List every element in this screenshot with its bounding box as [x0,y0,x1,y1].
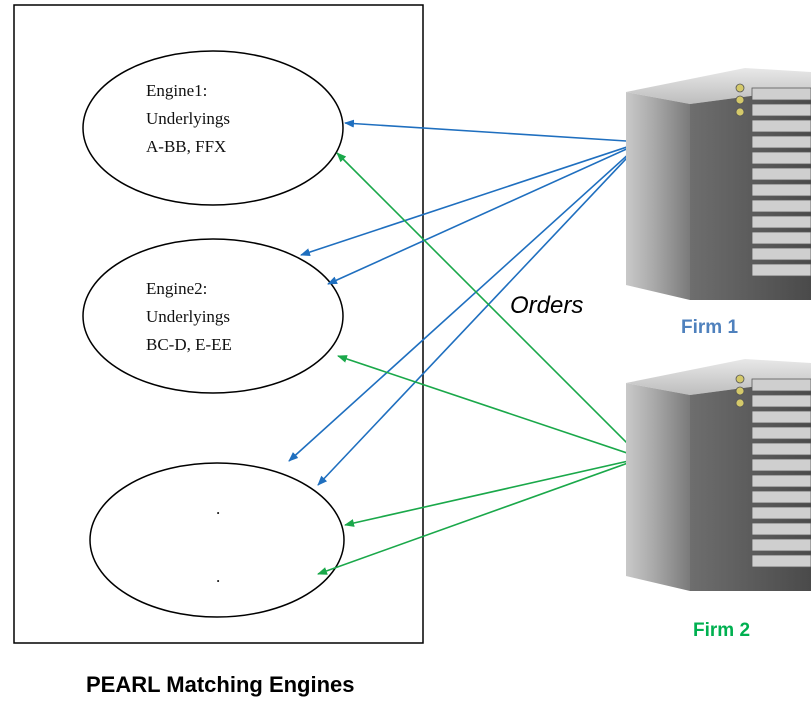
engine-2: Engine2: Underlyings BC-D, E-EE [82,238,344,394]
engine-n-dot-1: . [216,499,220,518]
firm-1-label: Firm 1 [681,317,738,338]
orders-label: Orders [510,292,583,319]
engine-2-line-2: Underlyings [146,307,230,326]
engine-1-line-1: Engine1: [146,81,207,100]
firm-2-server-icon [626,359,811,591]
engine-2-line-3: BC-D, E-EE [146,335,232,354]
firm-2-arrow-to-engine-1 [336,152,643,459]
firm-1-arrow-to-engine-2-b [327,141,643,285]
engine-1: Engine1: Underlyings A-BB, FFX [82,50,344,206]
engine-2-line-1: Engine2: [146,279,207,298]
firm-1-arrow-to-engine-1 [344,119,643,143]
firm-1-arrow-to-engine-n-b [317,141,643,486]
engine-n-dot-2: . [216,567,220,586]
firm-2-arrow-to-engine-2 [337,355,643,459]
firm-2-arrow-to-engine-n-a [344,457,643,527]
engine-2-ellipse [82,238,344,394]
firm-2-label: Firm 2 [693,620,750,641]
firm-2-arrow-to-engine-n-b [317,457,643,575]
firm-2-order-arrows [317,152,643,575]
engine-1-ellipse [82,50,344,206]
engine-n: . . [89,462,345,618]
engine-1-line-2: Underlyings [146,109,230,128]
engine-1-line-3: A-BB, FFX [146,137,226,156]
firm-1-arrow-to-engine-2-a [300,141,643,256]
firm-1-order-arrows [288,119,643,486]
diagram-caption: PEARL Matching Engines [86,672,355,697]
firm-1-arrow-to-engine-n-a [288,141,643,462]
engine-n-ellipse [89,462,345,618]
firm-1-server-icon [626,68,811,300]
